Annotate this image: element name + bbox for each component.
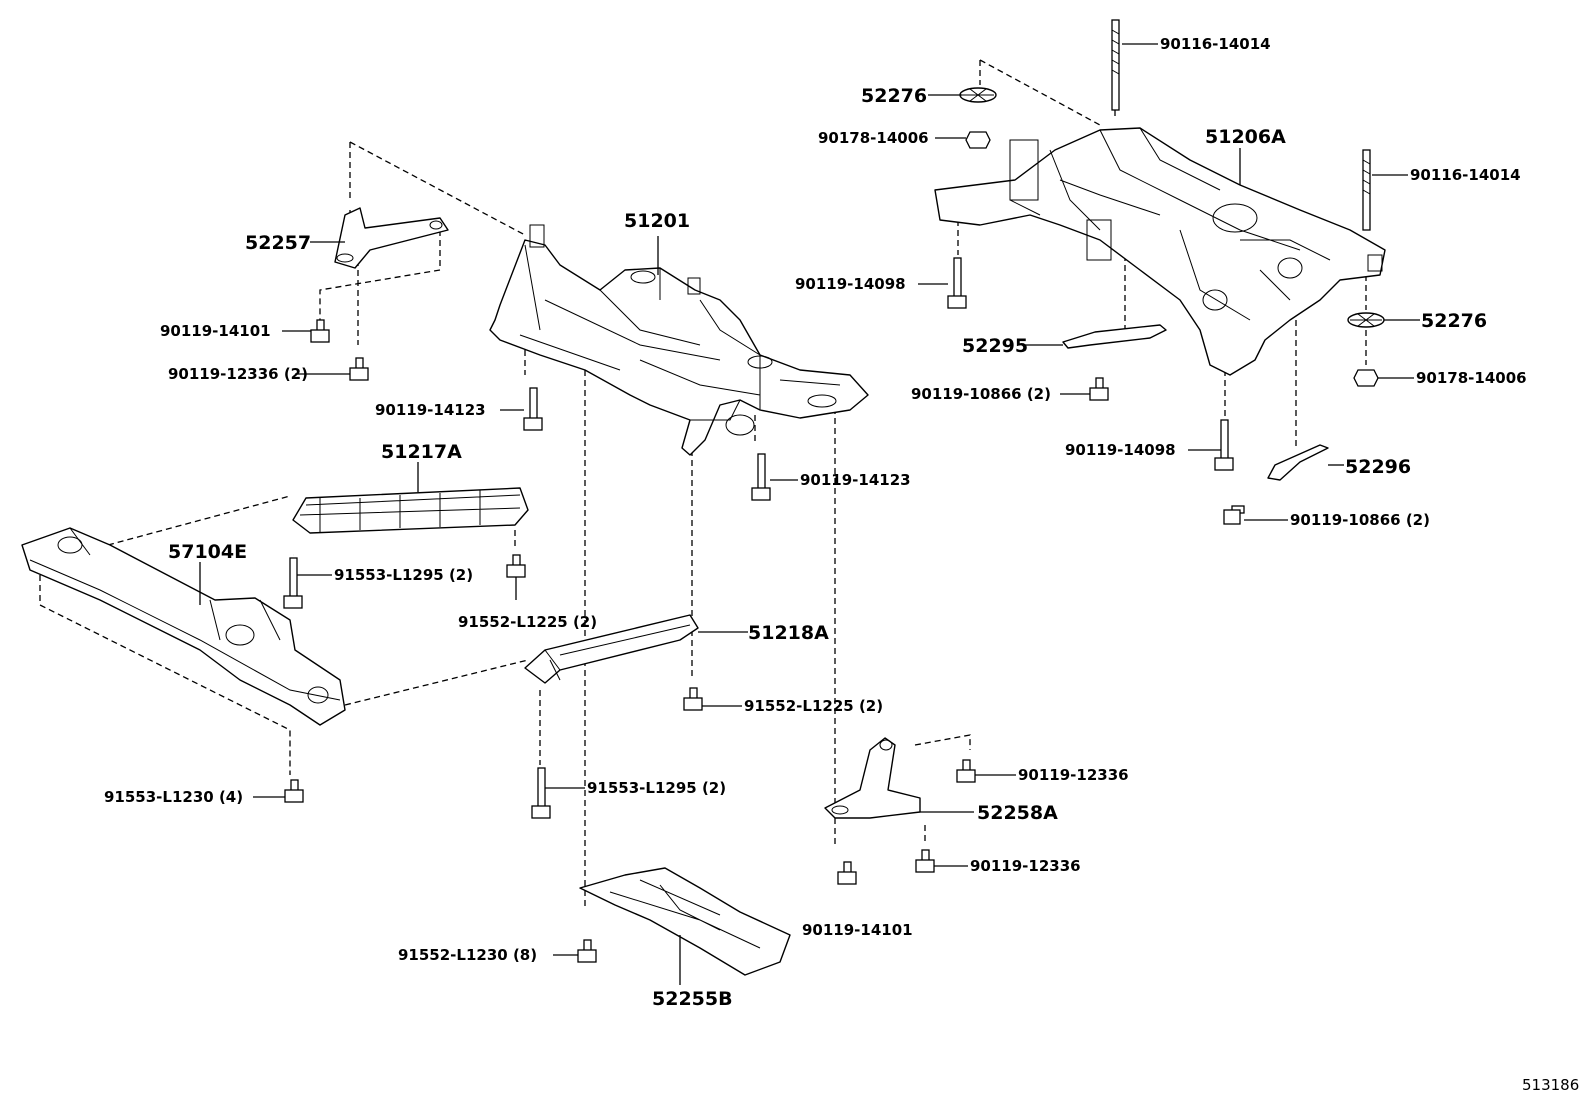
label-90119-10866-a[interactable]: 90119-10866 (2) xyxy=(911,385,1051,403)
label-51217A[interactable]: 51217A xyxy=(381,441,462,463)
label-91552-L1230[interactable]: 91552-L1230 (8) xyxy=(398,946,537,964)
label-90119-14101-a[interactable]: 90119-14101 xyxy=(160,322,271,340)
label-52296[interactable]: 52296 xyxy=(1345,456,1411,478)
bolt-90119-14101-b xyxy=(837,861,857,885)
diagram-id: 513186 xyxy=(1522,1076,1579,1094)
label-91552-L1225-a[interactable]: 91552-L1225 (2) xyxy=(458,613,597,631)
bolt-91553-L1295-a xyxy=(283,557,303,609)
alignment-lines xyxy=(39,59,1367,910)
label-91553-L1230[interactable]: 91553-L1230 (4) xyxy=(104,788,243,806)
front-brace-51217A xyxy=(292,487,529,534)
bolt-91553-L1295-b xyxy=(531,767,551,819)
front-suspension-crossmember-51201 xyxy=(489,224,869,456)
nut-90178-top xyxy=(965,131,991,149)
label-52295[interactable]: 52295 xyxy=(962,335,1028,357)
bolt-90119-10866-a xyxy=(1089,377,1109,401)
plate-52295 xyxy=(1062,324,1167,349)
label-51206A[interactable]: 51206A xyxy=(1205,126,1286,148)
label-90119-14123-b[interactable]: 90119-14123 xyxy=(800,471,911,489)
part-labels: 90116-14014 52276 90178-14006 51206A 901… xyxy=(104,35,1579,1094)
label-90119-12336-a[interactable]: 90119-12336 xyxy=(1018,766,1129,784)
label-52255B[interactable]: 52255B xyxy=(652,988,733,1010)
bolt-90119-12336-a xyxy=(956,759,976,783)
bolt-90119-14098-b xyxy=(1214,419,1234,471)
bolt-91552-L1225-b xyxy=(683,687,703,711)
label-90116-14014-top[interactable]: 90116-14014 xyxy=(1160,35,1271,53)
bolt-90119-14123-a xyxy=(523,387,543,431)
bracket-52257 xyxy=(334,207,449,269)
bolt-90119-12336-2 xyxy=(349,357,369,381)
front-cross-member-57104E xyxy=(21,527,346,726)
stopper-52276-top xyxy=(959,87,997,103)
stopper-52276-right xyxy=(1347,312,1385,328)
bolt-90119-12336-b xyxy=(915,849,935,873)
fastener-symbols xyxy=(283,19,1379,963)
bolt-91552-L1230 xyxy=(577,939,597,963)
nut-90178-right xyxy=(1353,369,1379,387)
stud-bolt-top xyxy=(1111,19,1120,111)
label-90119-10866-b[interactable]: 90119-10866 (2) xyxy=(1290,511,1430,529)
label-90119-14123-a[interactable]: 90119-14123 xyxy=(375,401,486,419)
label-91552-L1225-b[interactable]: 91552-L1225 (2) xyxy=(744,697,883,715)
label-51201[interactable]: 51201 xyxy=(624,210,690,232)
label-90119-14098-a[interactable]: 90119-14098 xyxy=(795,275,906,293)
plate-52296 xyxy=(1267,444,1329,481)
label-90116-14014-right[interactable]: 90116-14014 xyxy=(1410,166,1521,184)
bolt-91553-L1230 xyxy=(284,779,304,803)
label-90119-12336-b[interactable]: 90119-12336 xyxy=(970,857,1081,875)
label-90119-14101-b[interactable]: 90119-14101 xyxy=(802,921,913,939)
label-90178-14006-top[interactable]: 90178-14006 xyxy=(818,129,929,147)
label-90119-14098-b[interactable]: 90119-14098 xyxy=(1065,441,1176,459)
bolt-90119-14123-b xyxy=(751,453,771,501)
bolt-90119-14101-a xyxy=(310,319,330,343)
bolt-90119-10866-b xyxy=(1223,505,1245,525)
leader-lines xyxy=(199,43,1420,985)
label-52258A[interactable]: 52258A xyxy=(977,802,1058,824)
label-90178-14006-right[interactable]: 90178-14006 xyxy=(1416,369,1527,387)
label-90119-12336-2[interactable]: 90119-12336 (2) xyxy=(168,365,308,383)
center-brace-51218A xyxy=(524,614,699,684)
rear-suspension-crossmember-51206A xyxy=(934,127,1386,376)
label-91553-L1295-b[interactable]: 91553-L1295 (2) xyxy=(587,779,726,797)
label-57104E[interactable]: 57104E xyxy=(168,541,247,563)
label-91553-L1295-a[interactable]: 91553-L1295 (2) xyxy=(334,566,473,584)
stud-bolt-right xyxy=(1362,149,1371,231)
bolt-91552-L1225-a xyxy=(506,554,526,578)
label-51218A[interactable]: 51218A xyxy=(748,622,829,644)
label-52276-right[interactable]: 52276 xyxy=(1421,310,1487,332)
bracket-52258A xyxy=(824,737,921,819)
label-52257[interactable]: 52257 xyxy=(245,232,311,254)
engine-under-cover-52255B xyxy=(579,867,791,976)
bolt-90119-14098-a xyxy=(947,257,967,309)
label-52276-top[interactable]: 52276 xyxy=(861,85,927,107)
